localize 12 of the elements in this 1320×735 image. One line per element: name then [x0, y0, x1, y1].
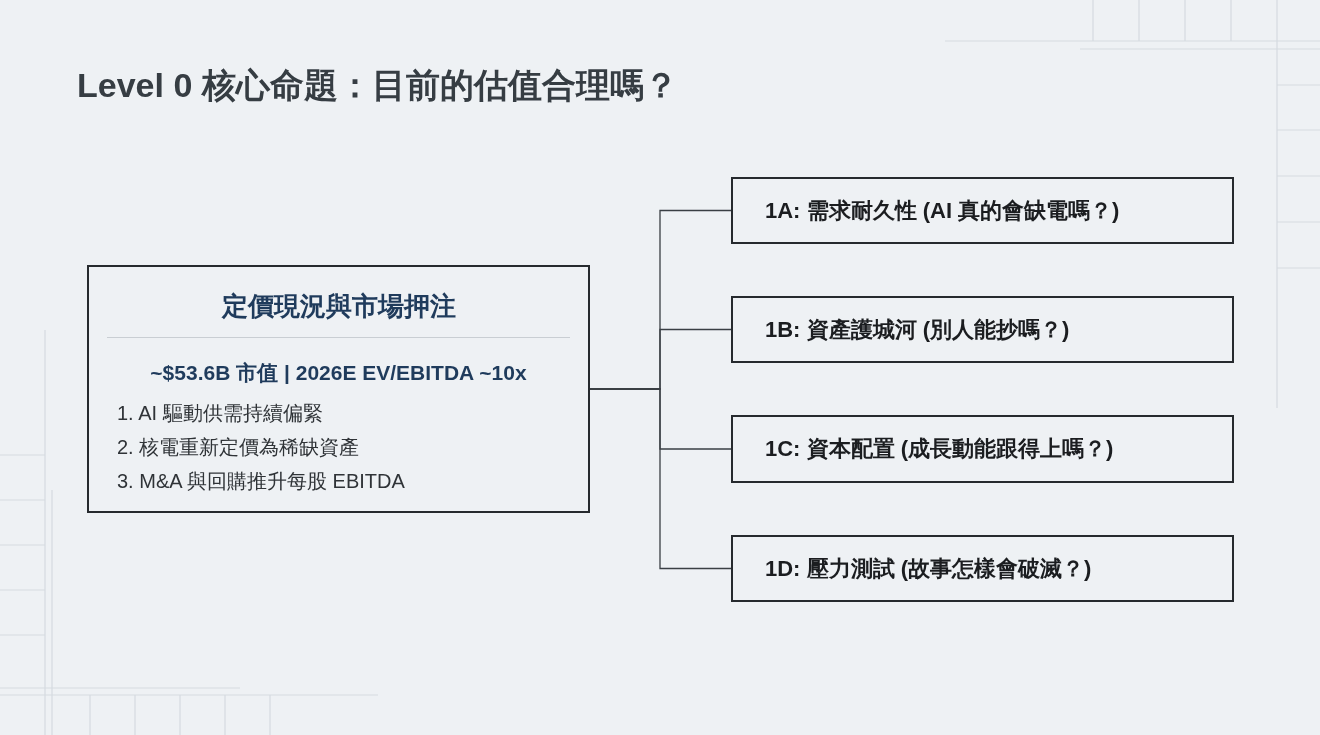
list-item: 3. M&A 與回購推升每股 EBITDA: [117, 469, 405, 494]
slide-title: Level 0 核心命題：目前的估值合理嗎？: [77, 65, 678, 106]
summary-box: [87, 265, 590, 513]
question-box: 1D: 壓力測試 (故事怎樣會破滅？): [731, 535, 1234, 602]
question-box: 1C: 資本配置 (成長動能跟得上嗎？): [731, 415, 1234, 483]
list-item: 1. AI 驅動供需持續偏緊: [117, 401, 323, 426]
box-heading: 定價現況與市場押注: [221, 290, 456, 323]
key-figures: ~$53.6B 市值 | 2026E EV/EBITDA ~10x: [150, 360, 527, 386]
question-box: 1B: 資產護城河 (別人能抄嗎？): [731, 296, 1234, 363]
list-item: 2. 核電重新定價為稀缺資產: [117, 435, 360, 460]
connector-line: [589, 388, 732, 570]
question-box: 1A: 需求耐久性 (AI 真的會缺電嗎？): [731, 177, 1234, 244]
